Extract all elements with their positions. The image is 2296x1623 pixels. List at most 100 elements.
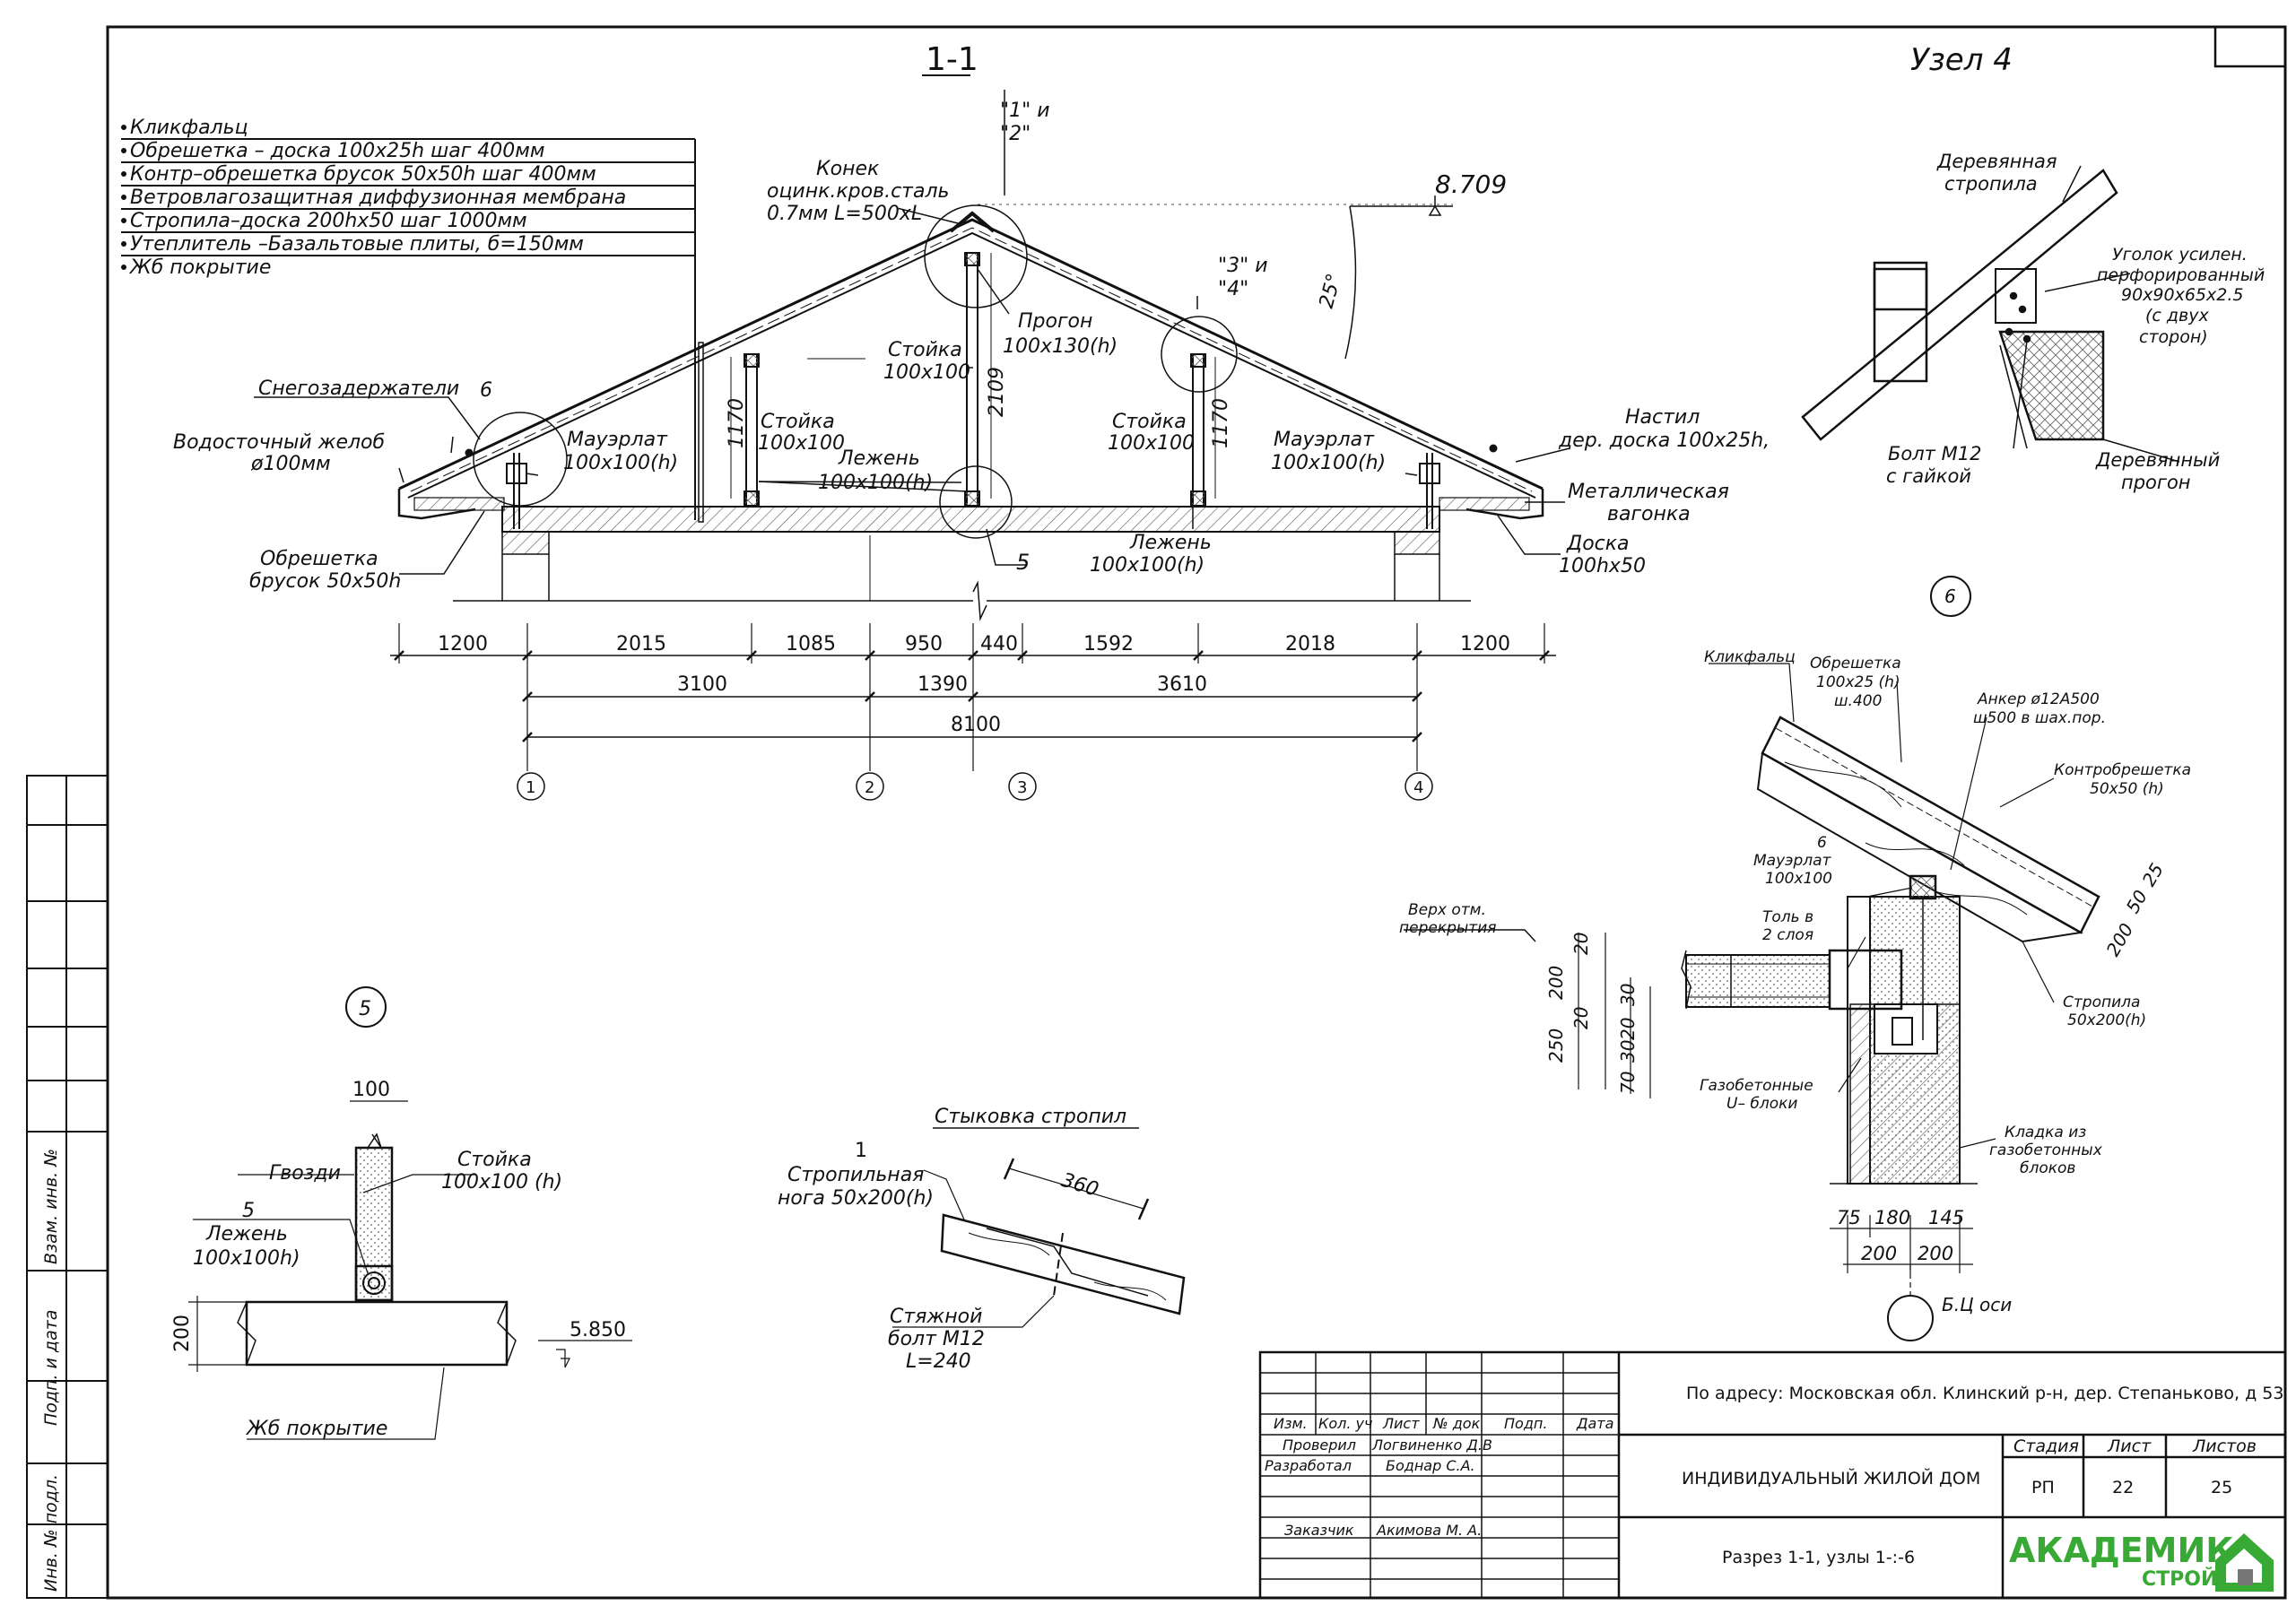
node4-corner5: сторон) — [2139, 327, 2208, 347]
section-title: 1-1 — [926, 41, 978, 78]
label-konek2: оцинк.кров.сталь — [767, 180, 950, 203]
node6-kontr2: 50х50 (h) — [2090, 780, 2164, 798]
layers-legend — [121, 138, 696, 520]
label-doska1: Доска — [1566, 533, 1630, 555]
tb-col-podp: Подп. — [1504, 1415, 1547, 1432]
node5-slab: Жб покрытие — [245, 1418, 387, 1440]
layer-6: Жб покрытие — [128, 256, 271, 279]
label-nodes34: "3" и — [1218, 255, 1268, 277]
splice-n1: 1 — [855, 1140, 867, 1162]
tb-address: По адресу: Московская обл. Клинский р-н,… — [1686, 1384, 2283, 1403]
label-stoika-c2: 100х100 — [883, 361, 970, 384]
splice-leg2: нога 50х200(h) — [778, 1187, 934, 1210]
node6-m6: 6 — [1817, 834, 1827, 852]
label-mauer-r1: Мауэрлат — [1274, 429, 1375, 451]
tb-col-data: Дата — [1576, 1415, 1613, 1432]
dim-3100: 3100 — [677, 673, 727, 696]
node4-bolt1: Болт М12 — [1888, 443, 1981, 464]
node5-num: 5 — [359, 998, 371, 1020]
layer-1: Обрешетка – доска 100х25h шаг 400мм — [130, 140, 544, 162]
node5-d100: 100 — [352, 1079, 390, 1101]
label-stoika-l1: Стойка — [761, 411, 835, 433]
label-lezhen-r2: 100х100(h) — [1090, 554, 1205, 577]
dim-2015: 2015 — [616, 633, 666, 655]
node6-mauer1: Мауэрлат — [1753, 852, 1832, 870]
node6-top2: перекрытия — [1399, 919, 1496, 937]
layer-4: Стропила–доска 200hх50 шаг 1000мм — [130, 210, 527, 232]
node6-drawing — [1404, 576, 2100, 1341]
dim-440: 440 — [980, 633, 1018, 655]
label-progon1: Прогон — [1018, 310, 1092, 333]
node6-top1: Верх отм. — [1408, 901, 1486, 919]
node4-corner3: 90х90х65х2.5 — [2121, 285, 2243, 305]
axis-4: 4 — [1413, 778, 1423, 797]
node4-corner4: (с двух — [2145, 306, 2209, 325]
house-icon — [2215, 1533, 2274, 1592]
node6-v200: 200 — [1545, 966, 1567, 1000]
label-metal2: вагонка — [1607, 503, 1691, 525]
dimension-lines — [390, 623, 1556, 801]
tb-sheets: 25 — [2211, 1478, 2232, 1497]
tb-sheet: 22 — [2112, 1478, 2134, 1497]
label-mauer-l1: Мауэрлат — [567, 429, 668, 451]
tb-stage-label: Стадия — [2013, 1436, 2079, 1456]
label-nastil1: Настил — [1625, 406, 1700, 429]
tb-role-1: Разработал — [1265, 1457, 1352, 1474]
node6-click: Кликфальц — [1704, 648, 1796, 666]
label-obr1: Обрешетка — [260, 548, 378, 570]
label-metal1: Металлическая — [1568, 481, 1729, 503]
stamp-inv: Инв. № подл. — [41, 1474, 61, 1592]
tb-sheet-title: Разрез 1-1, узлы 1-:-6 — [1722, 1548, 1915, 1567]
label-doska2: 100hх50 — [1559, 555, 1646, 577]
node6-axis: Б.Ц оси — [1942, 1294, 2012, 1315]
node6-v70: 70 — [1617, 1072, 1639, 1094]
node6-str1: Стропила — [2063, 994, 2140, 1011]
label-nodes12: "1" и — [1000, 100, 1050, 122]
tb-col-kol: Кол. уч — [1318, 1415, 1372, 1432]
label-elev-top: 8.709 — [1435, 169, 1507, 199]
node6-v30: 30 — [1617, 984, 1639, 1006]
node4-rafter1: Деревянная — [1936, 151, 2057, 172]
layer-3: Ветровлагозащитная диффузионная мембрана — [130, 187, 626, 209]
node5-lez1: Лежень — [205, 1223, 288, 1245]
label-lezhen-r1: Лежень — [1129, 532, 1212, 554]
label-konek3: 0.7мм L=500хL — [767, 203, 922, 225]
splice-bolt1: Стяжной — [890, 1306, 982, 1328]
label-stoika-l2: 100х100 — [758, 432, 845, 455]
node6-b200a: 200 — [1861, 1243, 1897, 1264]
node6-obr3: ш.400 — [1834, 692, 1882, 710]
label-mauer-r2: 100х100(h) — [1271, 452, 1386, 474]
label-lezhen-c1: Лежень — [838, 447, 920, 470]
tb-col-izm: Изм. — [1274, 1415, 1308, 1432]
label-five: 5 — [1016, 550, 1030, 575]
layer-0: Кликфальц — [130, 117, 248, 139]
label-h1170b: 1170 — [1210, 398, 1232, 448]
node6-num: 6 — [1944, 586, 1956, 607]
label-snow: Снегозадержатели — [258, 378, 459, 400]
node6-v20c: 20 — [1617, 1018, 1639, 1040]
node5-n5: 5 — [242, 1200, 255, 1222]
dim-1200a: 1200 — [438, 633, 488, 655]
dim-1592: 1592 — [1083, 633, 1134, 655]
splice-leg1: Стропильная — [787, 1164, 924, 1186]
splice-bolt2: болт М12 — [888, 1328, 985, 1350]
node4-drawing — [1801, 165, 2180, 463]
label-stoika-r2: 100х100 — [1108, 432, 1195, 455]
node6-b180: 180 — [1874, 1207, 1910, 1228]
label-obr2: брусок 50х50h — [249, 570, 401, 593]
tb-name-1: Боднар С.А. — [1386, 1457, 1475, 1474]
tb-col-doc: № док — [1432, 1415, 1481, 1432]
tb-sheets-label: Листов — [2192, 1436, 2257, 1456]
node6-tol2: 2 слоя — [1762, 926, 1813, 944]
sheet-frame — [106, 25, 2287, 1600]
label-nodes34b: "4" — [1218, 278, 1248, 300]
node4-corner2: перфорированный — [2097, 265, 2265, 285]
roof-section — [254, 90, 1570, 621]
node5-lez2: 100х100h) — [193, 1247, 300, 1270]
node6-d25: 25 — [2138, 859, 2169, 890]
node6-gas1: Газобетонные — [1700, 1077, 1813, 1095]
axis-3: 3 — [1017, 778, 1027, 797]
dim-1200b: 1200 — [1460, 633, 1510, 655]
node6-obr2: 100х25 (h) — [1816, 673, 1900, 691]
node4-purlin1: Деревянный — [2095, 449, 2220, 471]
